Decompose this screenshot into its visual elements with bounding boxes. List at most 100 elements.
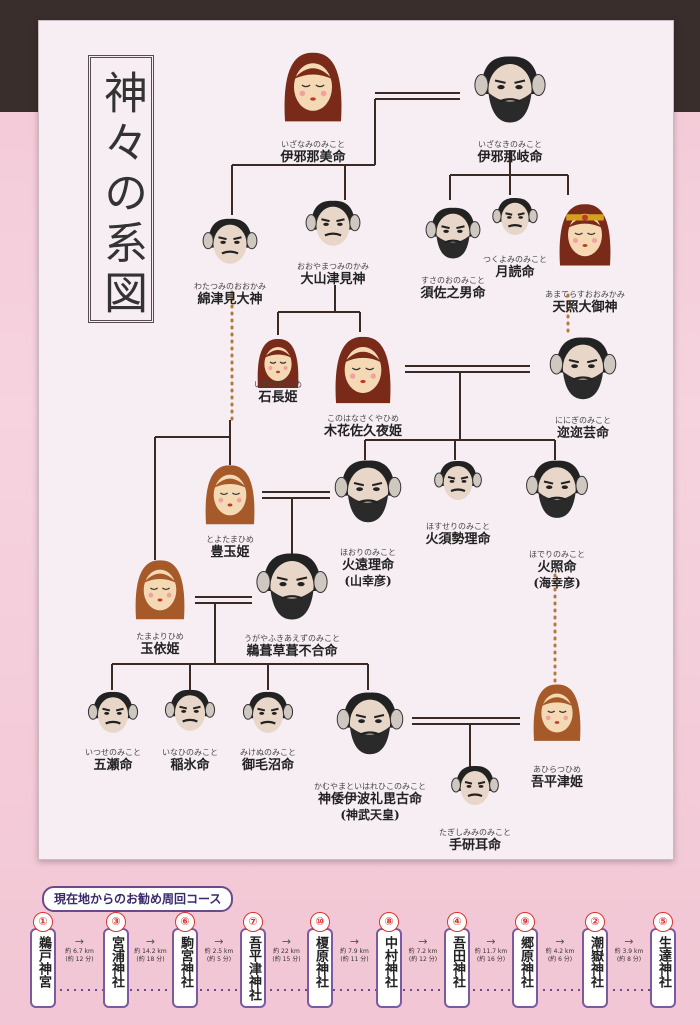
arrow-right-icon: → xyxy=(555,935,565,948)
leg-distance: 約 7.9 km xyxy=(340,948,369,955)
hoderi-portrait xyxy=(526,460,588,518)
leg-time: (約 15 分) xyxy=(272,956,301,963)
leg-distance: 約 22 km xyxy=(273,948,300,955)
izanagi-label: いざなきのみこと伊邪那岐命 xyxy=(477,140,542,166)
deity-name: 火須勢理命 xyxy=(425,532,491,547)
arrow-right-icon: → xyxy=(281,935,292,948)
leg-time: (約 12 分) xyxy=(408,956,438,963)
hoori-portrait xyxy=(334,460,402,523)
tsukuyomi-portrait xyxy=(492,198,538,236)
ruby-reading: とよたまひめ xyxy=(206,535,254,544)
shrine-name: 吾田神社 xyxy=(450,936,465,988)
deity-name: 月読命 xyxy=(495,265,535,280)
ruby-reading: あまてらすおおみかみ xyxy=(545,290,625,299)
shrine-name: 郷原神社 xyxy=(518,936,533,988)
izanami-label: いざなみのみこと伊邪那美命 xyxy=(280,140,345,166)
leg-distance: 約 11.7 km xyxy=(474,948,508,955)
course-leg: →約 2.5 km(約 5 分) xyxy=(205,936,234,964)
shrine-name: 宮浦神社 xyxy=(109,936,124,988)
izanami-portrait xyxy=(284,52,342,122)
deity-name: 御毛沼命 xyxy=(241,758,294,773)
leg-distance: 約 14.2 km xyxy=(134,948,167,955)
hosuseri-label: ほすせりのみこと火須勢理命 xyxy=(425,522,490,548)
ruby-reading: たまよりひめ xyxy=(136,632,184,641)
course-leg: →約 22 km(約 15 分) xyxy=(272,936,300,964)
course-leg: →約 3.9 km(約 8 分) xyxy=(615,936,644,964)
ugaya-portrait xyxy=(256,553,328,620)
itsuse-portrait xyxy=(87,691,139,733)
ruby-reading: いつせのみこと xyxy=(85,748,141,757)
course-stop: 中村神社 xyxy=(376,928,402,1008)
iwanaga-label: いわながひめ石長姫 xyxy=(254,380,302,406)
amaterasu-label: あまてらすおおみかみ天照大御神 xyxy=(545,290,625,316)
leg-time: (約 16 分) xyxy=(476,956,506,963)
watatsumi-label: わたつみのおおかみ綿津見大神 xyxy=(194,282,266,308)
page-title: 神々の系図 xyxy=(96,70,147,320)
course-leg: →約 11.7 km(約 16 分) xyxy=(475,936,508,964)
shrine-name: 生達神社 xyxy=(656,936,671,988)
shrine-name: 吾平津神社 xyxy=(246,936,261,1001)
course-leg: →約 6.7 km(約 12 分) xyxy=(65,936,94,964)
deity-name: 豊玉姫 xyxy=(210,545,250,560)
amaterasu-portrait xyxy=(559,204,611,266)
ruby-reading: ほでりのみこと xyxy=(529,550,585,559)
ruby-reading: うがやふきあえずのみこと xyxy=(244,634,340,643)
course-stop: 榎原神社 xyxy=(307,928,333,1008)
stop-number-badge: ② xyxy=(585,912,605,932)
leg-time: (約 6 分) xyxy=(547,956,573,963)
hoderi-label: ほでりのみこと火照命(海幸彦) xyxy=(529,550,585,591)
leg-distance: 約 7.2 km xyxy=(408,948,438,955)
ruby-reading: わたつみのおおかみ xyxy=(194,282,266,291)
inahi-label: いなひのみこと稲氷命 xyxy=(162,748,218,774)
arrow-right-icon: → xyxy=(624,935,634,948)
ruby-reading: このはなさくやひめ xyxy=(326,414,399,423)
deity-name: 石長姫 xyxy=(258,390,298,405)
shrine-name: 潮嶽神社 xyxy=(588,936,603,988)
course-leg: →約 14.2 km(約 18 分) xyxy=(134,936,167,964)
tsukuyomi-label: つくよみのみこと月読命 xyxy=(483,255,547,281)
deity-name: 火遠理命 xyxy=(341,558,394,573)
arrow-right-icon: → xyxy=(214,935,224,948)
stop-number-badge: ⑥ xyxy=(175,912,195,932)
deity-name: 須佐之男命 xyxy=(420,286,486,301)
oyamatsumi-label: おおやまつみのかみ大山津見神 xyxy=(297,262,369,288)
tagishimimi-portrait xyxy=(451,765,499,805)
arrow-right-icon: → xyxy=(145,935,156,948)
ninigi-label: ににぎのみこと迩迩芸命 xyxy=(555,416,611,442)
leg-distance: 約 6.7 km xyxy=(65,948,94,955)
course-leg: →約 7.2 km(約 12 分) xyxy=(409,936,438,964)
stop-number-badge: ④ xyxy=(447,912,467,932)
arrow-right-icon: → xyxy=(74,935,85,948)
ruby-reading: すさのおのみこと xyxy=(420,276,485,285)
family-tree-lines xyxy=(87,52,617,805)
deity-name: 伊邪那岐命 xyxy=(477,150,543,165)
shrine-name: 駒宮神社 xyxy=(178,936,193,988)
leg-time: (約 5 分) xyxy=(206,956,232,963)
ruby-reading: つくよみのみこと xyxy=(483,255,547,264)
leg-time: (約 11 分) xyxy=(340,956,369,963)
ruby-reading: いざなきのみこと xyxy=(477,140,542,149)
stop-number-badge: ⑧ xyxy=(379,912,399,932)
mikenu-portrait xyxy=(242,691,294,733)
deity-name: 綿津見大神 xyxy=(197,292,263,307)
deity-name: 鵜葺草葺不合命 xyxy=(246,644,338,659)
konohana-portrait xyxy=(335,336,391,404)
ruby-reading: ほすせりのみこと xyxy=(425,522,490,531)
toyotama-portrait xyxy=(205,465,255,525)
tamayori-portrait xyxy=(135,560,185,620)
deity-name: 伊邪那美命 xyxy=(280,150,346,165)
deity-name: 迩迩芸命 xyxy=(556,426,609,441)
hosuseri-portrait xyxy=(434,460,482,500)
course-leg: →約 4.2 km(約 6 分) xyxy=(546,936,575,964)
ahiratsu-portrait xyxy=(533,684,581,741)
leg-time: (約 12 分) xyxy=(65,956,94,963)
watatsumi-portrait xyxy=(202,218,258,264)
ruby-reading: いなひのみこと xyxy=(162,748,218,757)
course-stop: 郷原神社 xyxy=(512,928,538,1008)
stop-number-badge: ⑩ xyxy=(310,912,330,932)
arrow-right-icon: → xyxy=(349,935,360,948)
deity-alias: (海幸彦) xyxy=(533,576,581,590)
leg-distance: 約 3.9 km xyxy=(614,948,644,955)
arrow-right-icon: → xyxy=(486,935,496,948)
tagishimimi-label: たぎしみみのみこと手研耳命 xyxy=(439,828,511,854)
